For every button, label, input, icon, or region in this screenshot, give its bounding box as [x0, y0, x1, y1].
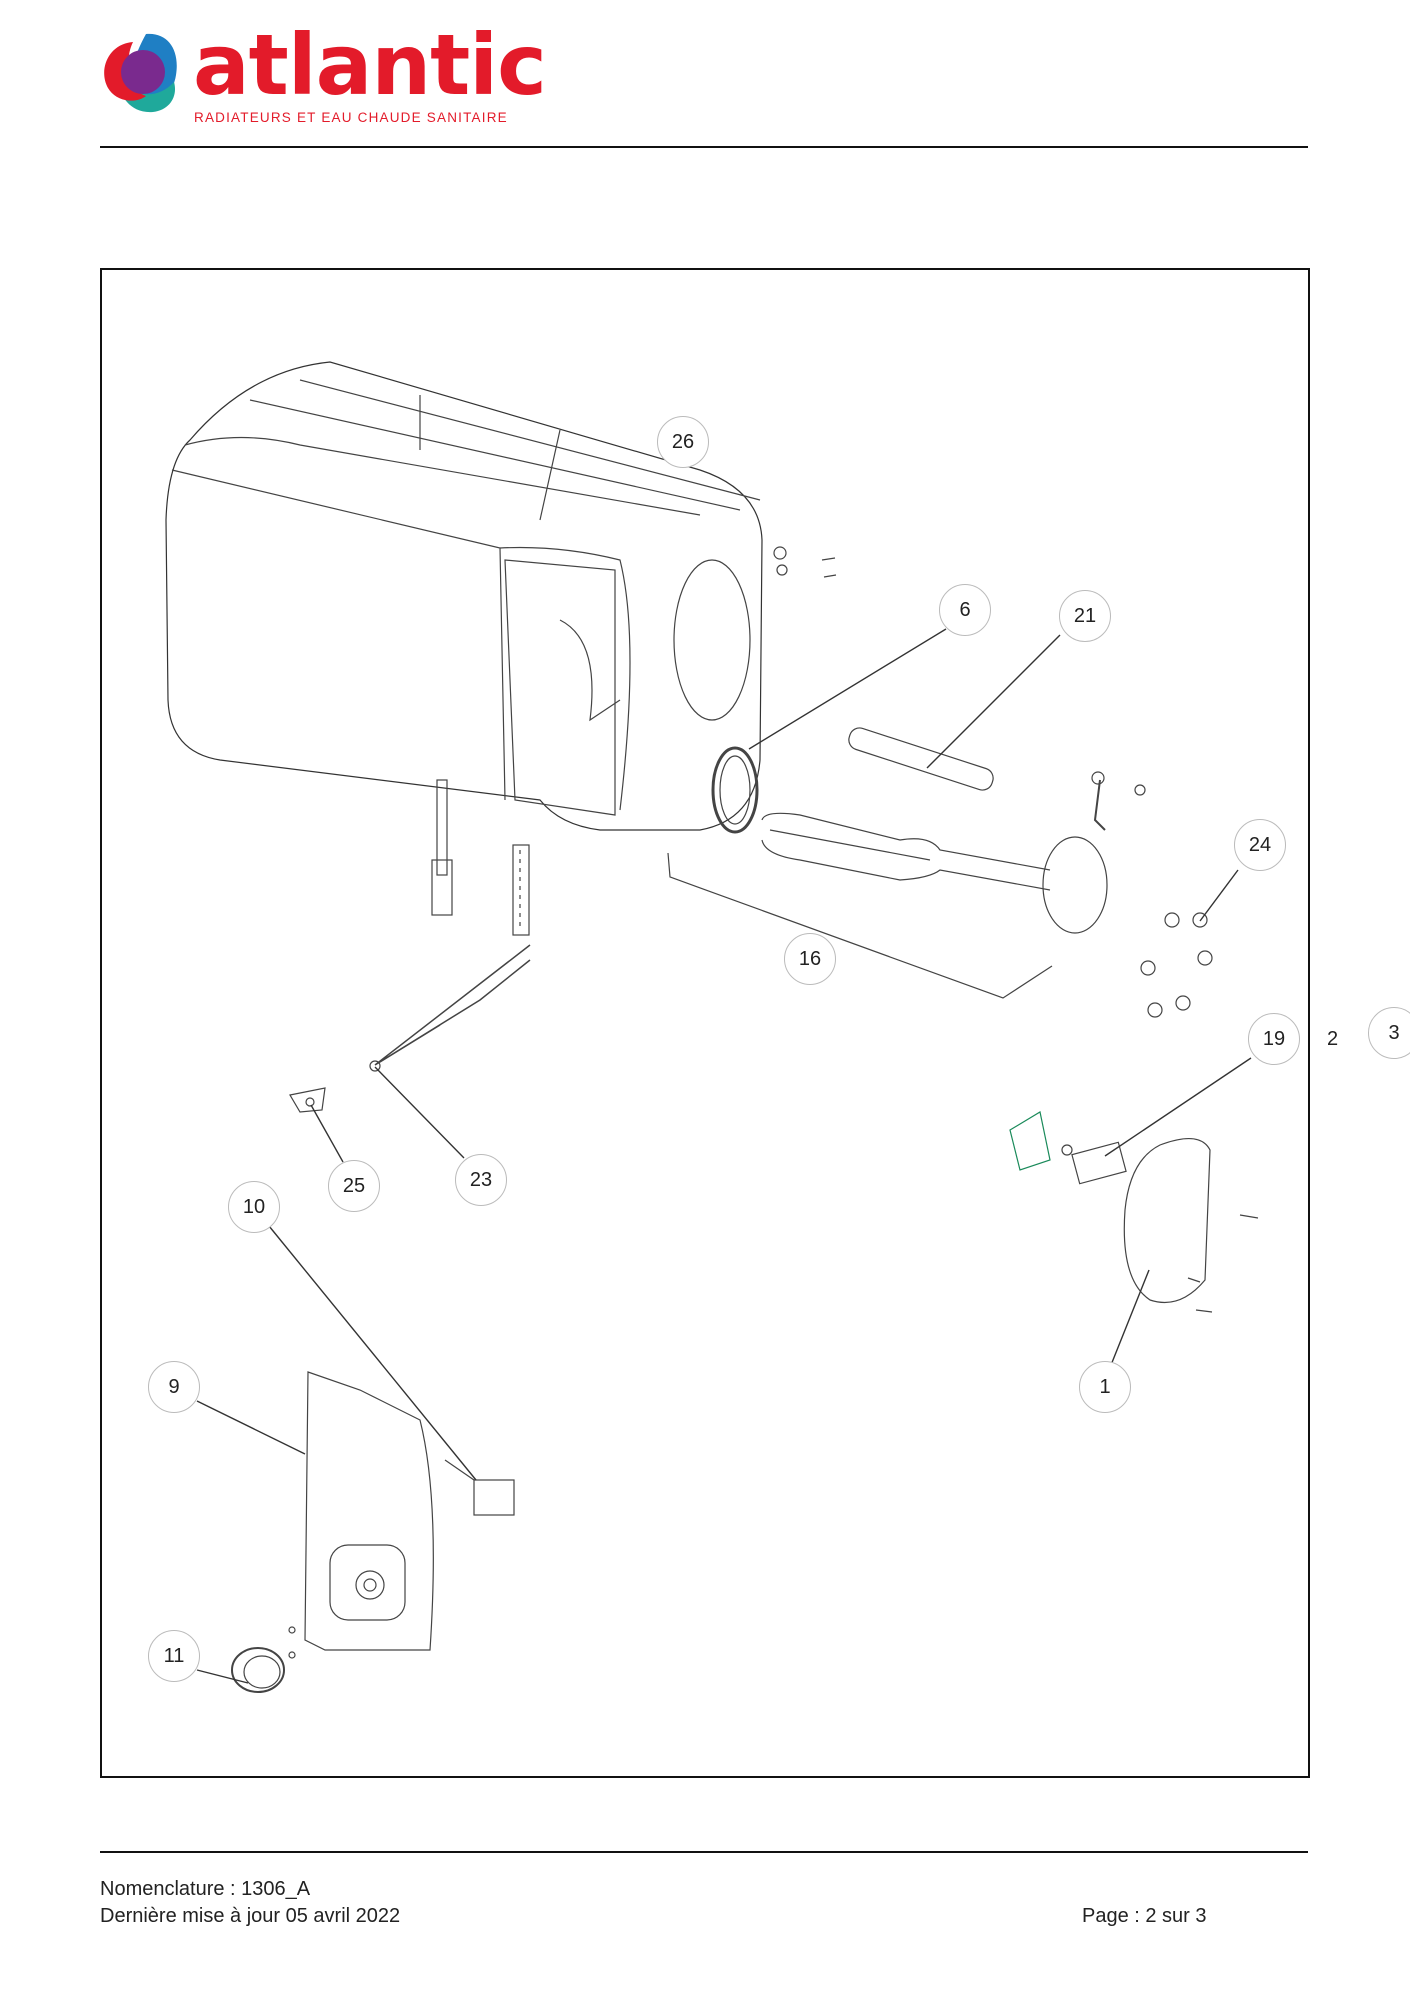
atlantic-logo: atlantic RADIATEURS ET EAU CHAUDE SANITA… — [98, 16, 547, 130]
callout-6: 6 — [939, 584, 991, 636]
callout-23: 23 — [455, 1154, 507, 1206]
nomenclature-label: Nomenclature : 1306_A — [100, 1878, 311, 1900]
brand-name: atlantic — [193, 16, 547, 114]
callout-16: 16 — [784, 933, 836, 985]
callout-10: 10 — [228, 1181, 280, 1233]
last-update-label: Dernière mise à jour 05 avril 2022 — [100, 1905, 401, 1927]
callout-24: 24 — [1234, 819, 1286, 871]
callout-26: 26 — [657, 416, 709, 468]
leader-lines — [196, 628, 1252, 1684]
page-number: Page : 2 sur 3 — [1082, 1905, 1207, 1927]
exploded-view-frame — [100, 268, 1310, 1778]
callout-19: 19 — [1248, 1013, 1300, 1065]
footer-divider — [100, 1851, 1308, 1853]
tank-body-drawing — [165, 361, 763, 831]
callout-25: 25 — [328, 1160, 380, 1212]
callout-1: 1 — [1079, 1361, 1131, 1413]
callout-2: 2 — [1327, 1028, 1339, 1050]
header-divider — [100, 146, 1308, 148]
nuts-drawing — [1140, 912, 1213, 1018]
callout-11: 11 — [148, 1630, 200, 1682]
callout-21: 21 — [1059, 590, 1111, 642]
callout-9: 9 — [148, 1361, 200, 1413]
brand-tagline: RADIATEURS ET EAU CHAUDE SANITAIRE — [194, 110, 508, 125]
callout-3: 3 — [1368, 1007, 1410, 1059]
logo-mark-icon — [104, 33, 177, 113]
